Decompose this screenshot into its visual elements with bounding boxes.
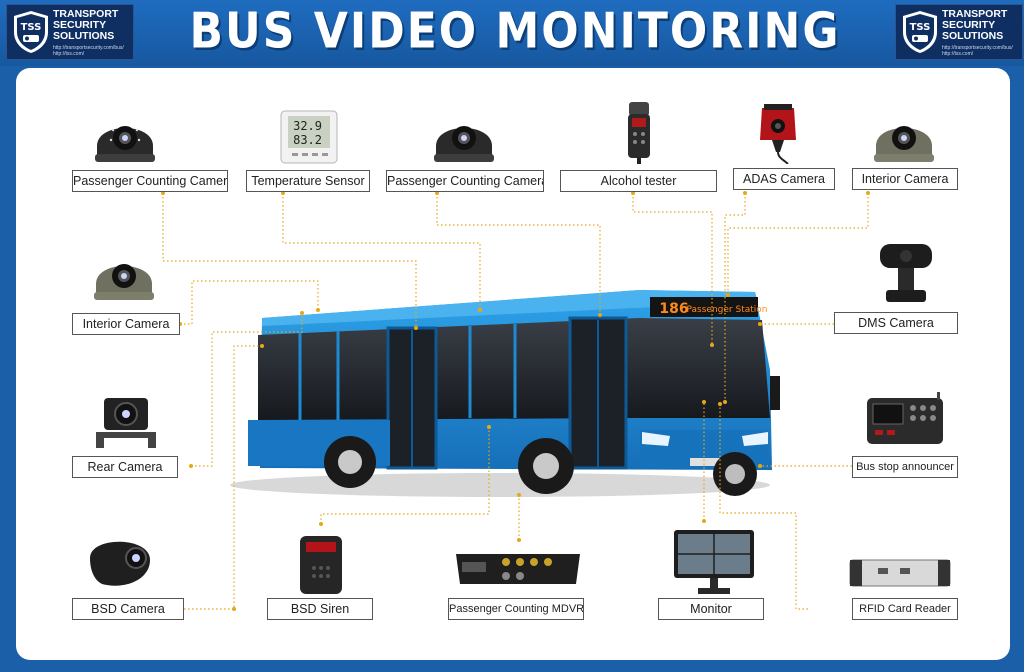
license-plate bbox=[690, 458, 730, 466]
logo-url-2: http://tss.com/ bbox=[53, 51, 85, 57]
side-mirror bbox=[770, 376, 780, 410]
shield-icon: TSS bbox=[14, 11, 48, 53]
label-passenger-counting-camera-1: Passenger Counting Camera bbox=[72, 170, 228, 192]
logo-text: TRANSPORT SECURITY SOLUTIONS bbox=[53, 9, 118, 42]
logo-url-1: http://transportsecurity.com/bus/ bbox=[942, 45, 1013, 51]
bsd-siren-icon bbox=[300, 536, 342, 594]
logo-abbr: TSS bbox=[21, 22, 42, 33]
side-windows bbox=[258, 318, 640, 420]
sensor-humidity-value: 83.2 bbox=[293, 133, 322, 147]
label-alcohol-tester: Alcohol tester bbox=[560, 170, 717, 192]
label-monitor: Monitor bbox=[658, 598, 764, 620]
label-adas-camera: ADAS Camera bbox=[733, 168, 835, 190]
temperature-sensor-icon: 32.9 83.2 bbox=[280, 110, 338, 164]
logo-text: TRANSPORT SECURITY SOLUTIONS bbox=[942, 9, 1007, 42]
windshield bbox=[640, 318, 770, 418]
tss-logo-right: TSS TRANSPORT SECURITY SOLUTIONS http://… bbox=[895, 4, 1023, 60]
label-passenger-counting-camera-2: Passenger Counting Camera bbox=[386, 170, 544, 192]
logo-line-2: SECURITY bbox=[942, 19, 996, 31]
logo-line-3: SOLUTIONS bbox=[53, 30, 115, 42]
dome-camera-icon bbox=[95, 126, 155, 162]
sensor-temp-value: 32.9 bbox=[293, 119, 322, 133]
dome-camera-icon bbox=[874, 126, 934, 162]
logo-urls: http://transportsecurity.com/bus/ http:/… bbox=[53, 45, 124, 57]
monitor-icon bbox=[674, 530, 754, 594]
rear-camera-icon bbox=[96, 398, 156, 448]
destination-text: Passenger Station bbox=[687, 305, 768, 315]
shield-icon: TSS bbox=[903, 11, 937, 53]
bsd-camera-icon bbox=[90, 541, 150, 586]
bus-stop-announcer-icon bbox=[867, 392, 943, 444]
logo-line-1: TRANSPORT bbox=[942, 8, 1008, 20]
logo-url-1: http://transportsecurity.com/bus/ bbox=[53, 45, 124, 51]
dms-camera-icon bbox=[880, 244, 932, 302]
logo-url-2: http://tss.com/ bbox=[942, 51, 974, 57]
label-dms-camera: DMS Camera bbox=[834, 312, 958, 334]
route-number: 186 bbox=[659, 301, 688, 317]
label-interior-camera-left: Interior Camera bbox=[72, 313, 180, 335]
rfid-reader-icon bbox=[849, 559, 951, 587]
headlight-left bbox=[642, 432, 670, 446]
logo-line-1: TRANSPORT bbox=[53, 8, 119, 20]
label-rear-camera: Rear Camera bbox=[72, 456, 178, 478]
label-bus-stop-announcer: Bus stop announcer bbox=[852, 456, 958, 478]
frame-bottom bbox=[0, 660, 1024, 672]
logo-abbr: TSS bbox=[910, 22, 931, 33]
alcohol-tester-icon bbox=[628, 102, 650, 164]
adas-camera-icon bbox=[760, 104, 796, 164]
label-rfid-card-reader: RFID Card Reader bbox=[852, 598, 958, 620]
mdvr-icon bbox=[456, 554, 580, 584]
label-temperature-sensor: Temperature Sensor bbox=[246, 170, 370, 192]
label-interior-camera-top: Interior Camera bbox=[852, 168, 958, 190]
label-bsd-camera: BSD Camera bbox=[72, 598, 184, 620]
dome-camera-icon bbox=[94, 264, 154, 300]
label-passenger-counting-mdvr: Passenger Counting MDVR bbox=[448, 598, 584, 620]
logo-line-2: SECURITY bbox=[53, 19, 107, 31]
header-banner bbox=[0, 0, 1024, 66]
logo-urls: http://transportsecurity.com/bus/ http:/… bbox=[942, 45, 1013, 57]
label-bsd-siren: BSD Siren bbox=[267, 598, 373, 620]
logo-line-3: SOLUTIONS bbox=[942, 30, 1004, 42]
dome-camera-icon bbox=[434, 126, 494, 162]
tss-logo-left: TSS TRANSPORT SECURITY SOLUTIONS http://… bbox=[6, 4, 134, 60]
